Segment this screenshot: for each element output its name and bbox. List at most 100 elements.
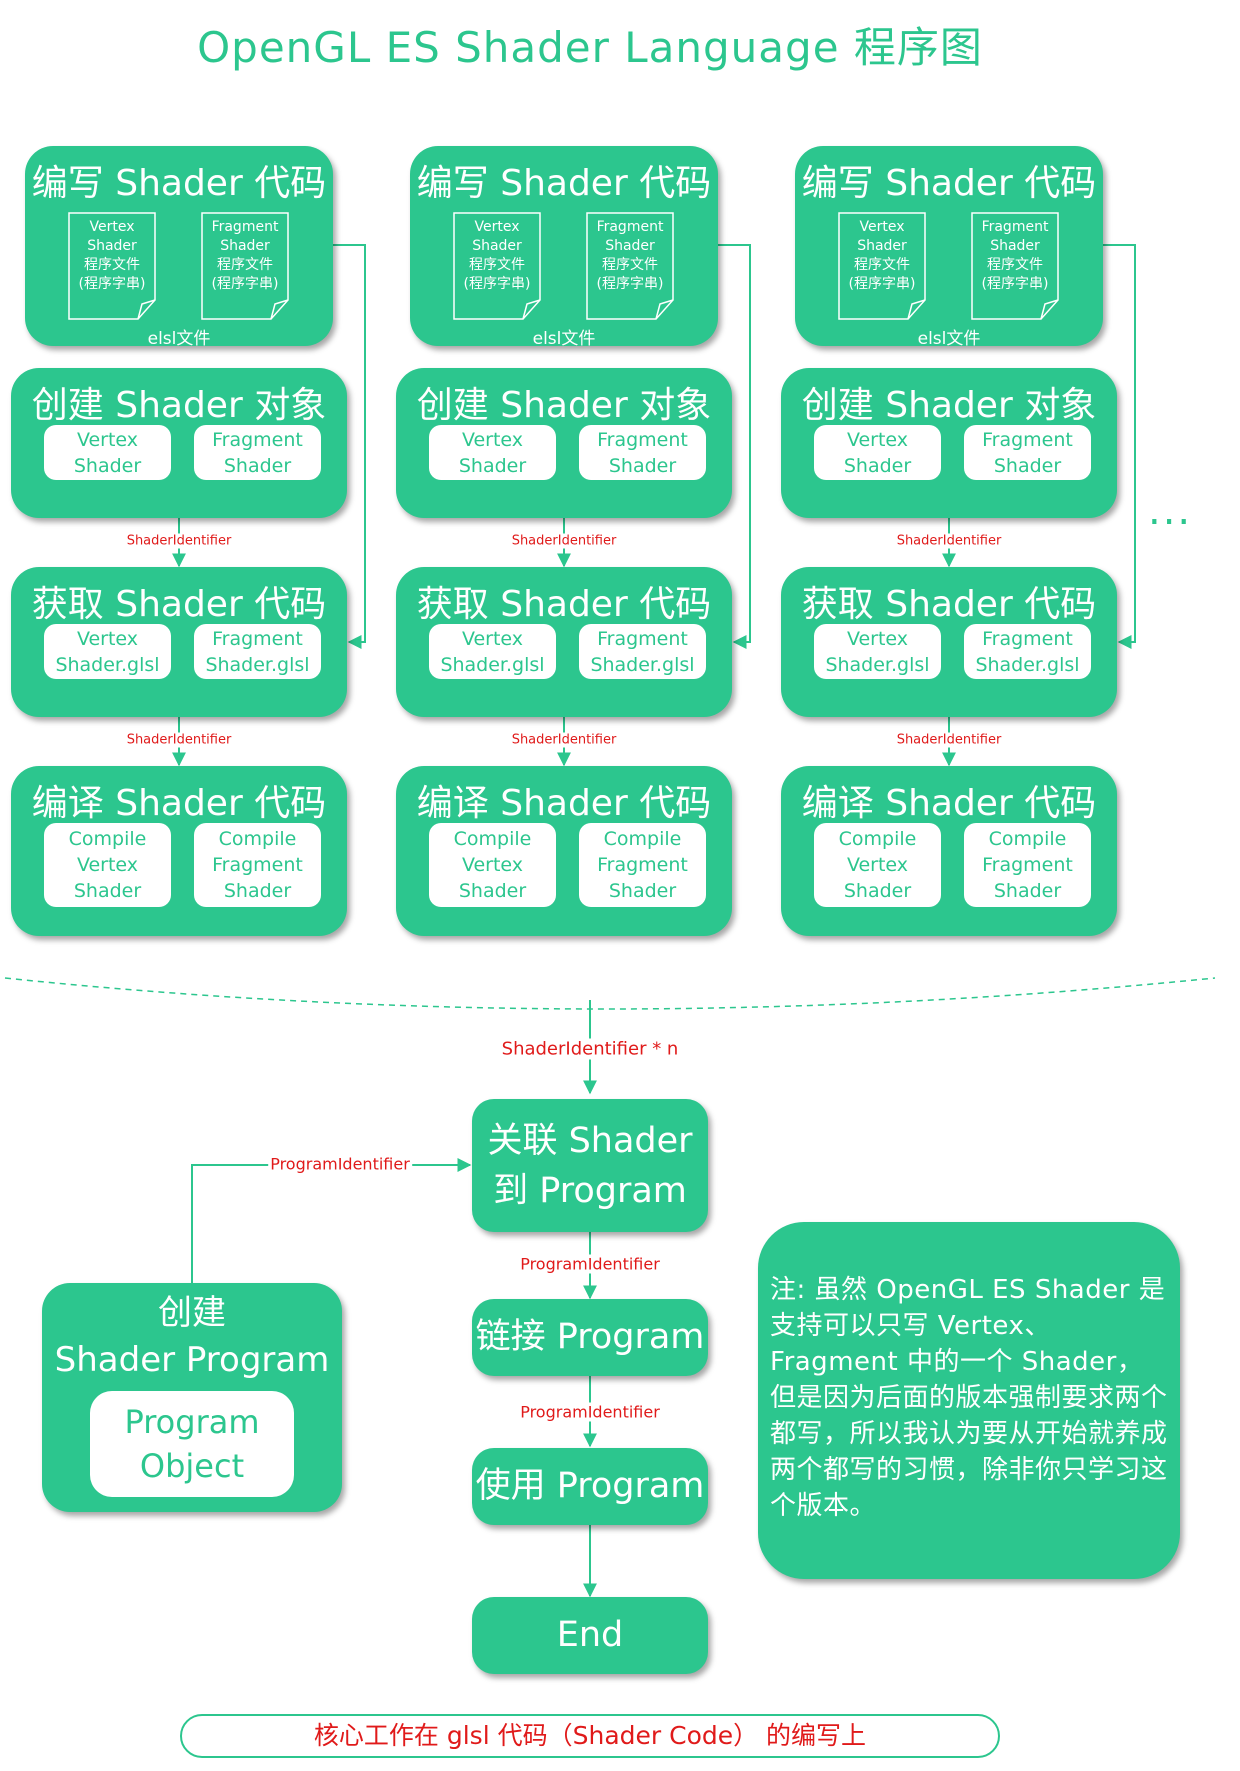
create-program-title-line: Shader Program — [54, 1340, 330, 1380]
get-fragment-line: Shader.glsl — [975, 653, 1080, 676]
vertex-doc-line: 程序文件 — [84, 257, 140, 273]
program-object-line: Object — [139, 1447, 245, 1485]
create-vertex-line: Vertex — [76, 428, 139, 451]
compile-vertex-line: Vertex — [461, 854, 524, 876]
compile-fragment-line: Fragment — [212, 854, 303, 876]
end-box: End — [472, 1597, 708, 1674]
fragment-doc-line: 程序文件 — [602, 257, 658, 273]
elsl-file-label: elsl文件 — [532, 329, 596, 349]
vertex-doc-line: (程序字串) — [848, 276, 916, 292]
fragment-doc-line: (程序字串) — [211, 276, 279, 292]
get-fragment-line: Shader.glsl — [590, 653, 695, 676]
write-shader-title: 编写 Shader 代码 — [31, 163, 327, 204]
footer-summary: 核心工作在 glsl 代码（Shader Code） 的编写上 — [180, 1714, 1000, 1758]
get-shader-title: 获取 Shader 代码 — [416, 584, 712, 625]
write-to-get-arrow — [718, 244, 751, 649]
get-vertex-line: Vertex — [846, 627, 909, 650]
fragment-doc-line: Fragment — [211, 219, 279, 235]
get-vertex-line: Shader.glsl — [55, 653, 160, 676]
write-shader-title: 编写 Shader 代码 — [416, 163, 712, 204]
shader-identifier-label: ShaderIdentifier — [894, 732, 1004, 748]
compile-vertex-line: Compile — [68, 828, 147, 850]
get-shader-title: 获取 Shader 代码 — [31, 584, 327, 625]
write-shader-title: 编写 Shader 代码 — [801, 163, 1097, 204]
attach-title-line: 到 Program — [493, 1171, 687, 1211]
create-vertex-line: Vertex — [846, 428, 909, 451]
link-program-title: 链接 Program — [475, 1317, 705, 1357]
get-fragment-line: Shader.glsl — [205, 653, 310, 676]
create-program-title-line: 创建 — [158, 1293, 226, 1333]
get-vertex-line: Shader.glsl — [825, 653, 930, 676]
note-text: 注: 虽然 OpenGL ES Shader 是支持可以只写 Vertex、Fr… — [770, 1275, 1168, 1521]
get-vertex-line: Vertex — [76, 627, 139, 650]
diagram-title: OpenGL ES Shader Language 程序图 — [197, 23, 983, 72]
shader-identifier-label: ShaderIdentifier — [894, 533, 1004, 549]
fragment-doc-line: Fragment — [596, 219, 664, 235]
create-shader-title: 创建 Shader 对象 — [31, 385, 327, 426]
get-vertex-line: Vertex — [461, 627, 524, 650]
create-shader-program-box: 创建 Shader Program Program Object — [42, 1283, 342, 1512]
fragment-doc-line: Shader — [220, 238, 270, 254]
vertex-doc-line: Vertex — [859, 219, 905, 235]
fragment-doc-line: Shader — [605, 238, 655, 254]
compile-shader-title: 编译 Shader 代码 — [801, 783, 1097, 824]
compile-vertex-line: Shader — [843, 880, 912, 902]
program-edge-label-create: ProgramIdentifier — [268, 1154, 412, 1174]
compile-fragment-line: Shader — [993, 880, 1062, 902]
get-vertex-line: Shader.glsl — [440, 653, 545, 676]
compile-fragment-line: Compile — [218, 828, 297, 850]
fragment-doc-line: Shader — [990, 238, 1040, 254]
compile-fragment-line: Compile — [603, 828, 682, 850]
get-shader-title: 获取 Shader 代码 — [801, 584, 1097, 625]
create-shader-title: 创建 Shader 对象 — [416, 385, 712, 426]
vertex-doc-line: (程序字串) — [463, 276, 531, 292]
section-divider — [4, 977, 1216, 1010]
vertex-doc-line: 程序文件 — [854, 257, 910, 273]
compile-vertex-line: Compile — [453, 828, 532, 850]
compile-vertex-line: Vertex — [76, 854, 139, 876]
create-vertex-line: Shader — [458, 454, 527, 477]
get-fragment-line: Fragment — [982, 627, 1073, 650]
compile-fragment-line: Fragment — [597, 854, 688, 876]
fragment-doc-line: (程序字串) — [596, 276, 664, 292]
get-fragment-line: Fragment — [597, 627, 688, 650]
compile-vertex-line: Compile — [838, 828, 917, 850]
shader-identifier-label: ShaderIdentifier — [124, 533, 234, 549]
shader-identifier-label: ShaderIdentifier — [124, 732, 234, 748]
elsl-file-label: elsl文件 — [917, 329, 981, 349]
create-vertex-line: Vertex — [461, 428, 524, 451]
vertex-doc-line: Vertex — [89, 219, 135, 235]
vertex-doc-line: Shader — [472, 238, 522, 254]
vertex-doc-line: 程序文件 — [469, 257, 525, 273]
compile-shader-title: 编译 Shader 代码 — [31, 783, 327, 824]
use-program-box: 使用 Program — [472, 1448, 708, 1525]
write-to-get-arrow — [1103, 244, 1136, 649]
create-to-attach-arrow — [191, 1158, 472, 1283]
elsl-file-label: elsl文件 — [147, 329, 211, 349]
compile-fragment-line: Fragment — [982, 854, 1073, 876]
